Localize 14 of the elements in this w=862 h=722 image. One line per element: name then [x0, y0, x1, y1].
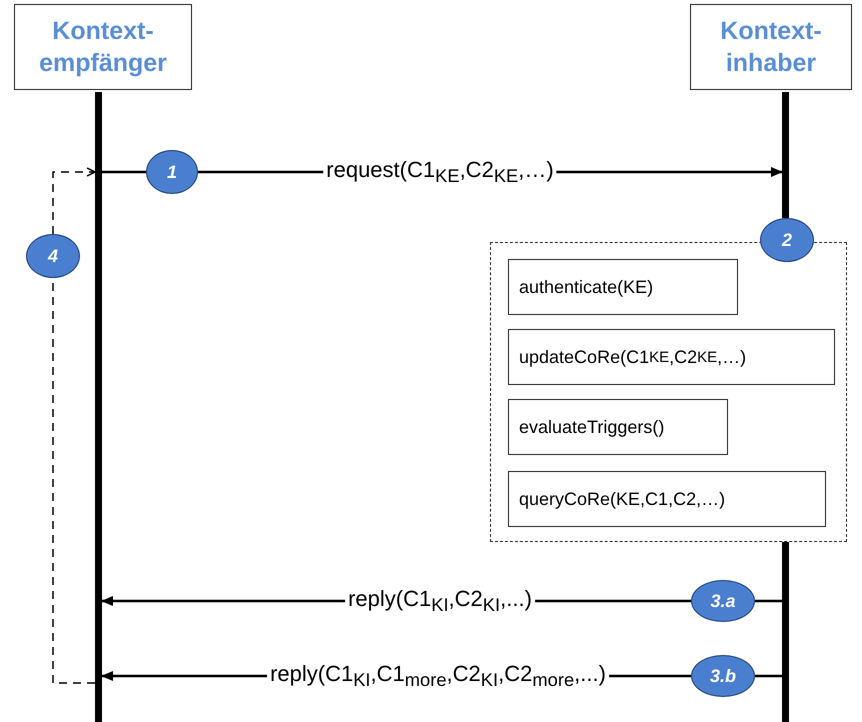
- header-box: Kontext- empfänger: [14, 4, 192, 90]
- dashed-arrow: [52, 167, 96, 234]
- lifeline: [782, 92, 789, 218]
- step-number-circle: 1: [146, 150, 198, 194]
- lifeline: [782, 542, 789, 722]
- step-number-circle: 3.a: [691, 580, 755, 622]
- operation-box: evaluateTriggers(): [508, 399, 728, 455]
- operation-box: queryCoRe(KE,C1,C2,…): [508, 471, 826, 527]
- operation-box: authenticate(KE): [508, 259, 738, 315]
- lifeline: [95, 92, 102, 722]
- step-number-circle: 3.b: [691, 655, 755, 697]
- header-box: Kontext- inhaber: [690, 4, 852, 90]
- step-number-circle: 4: [26, 234, 80, 278]
- step-number-circle: 2: [760, 218, 814, 262]
